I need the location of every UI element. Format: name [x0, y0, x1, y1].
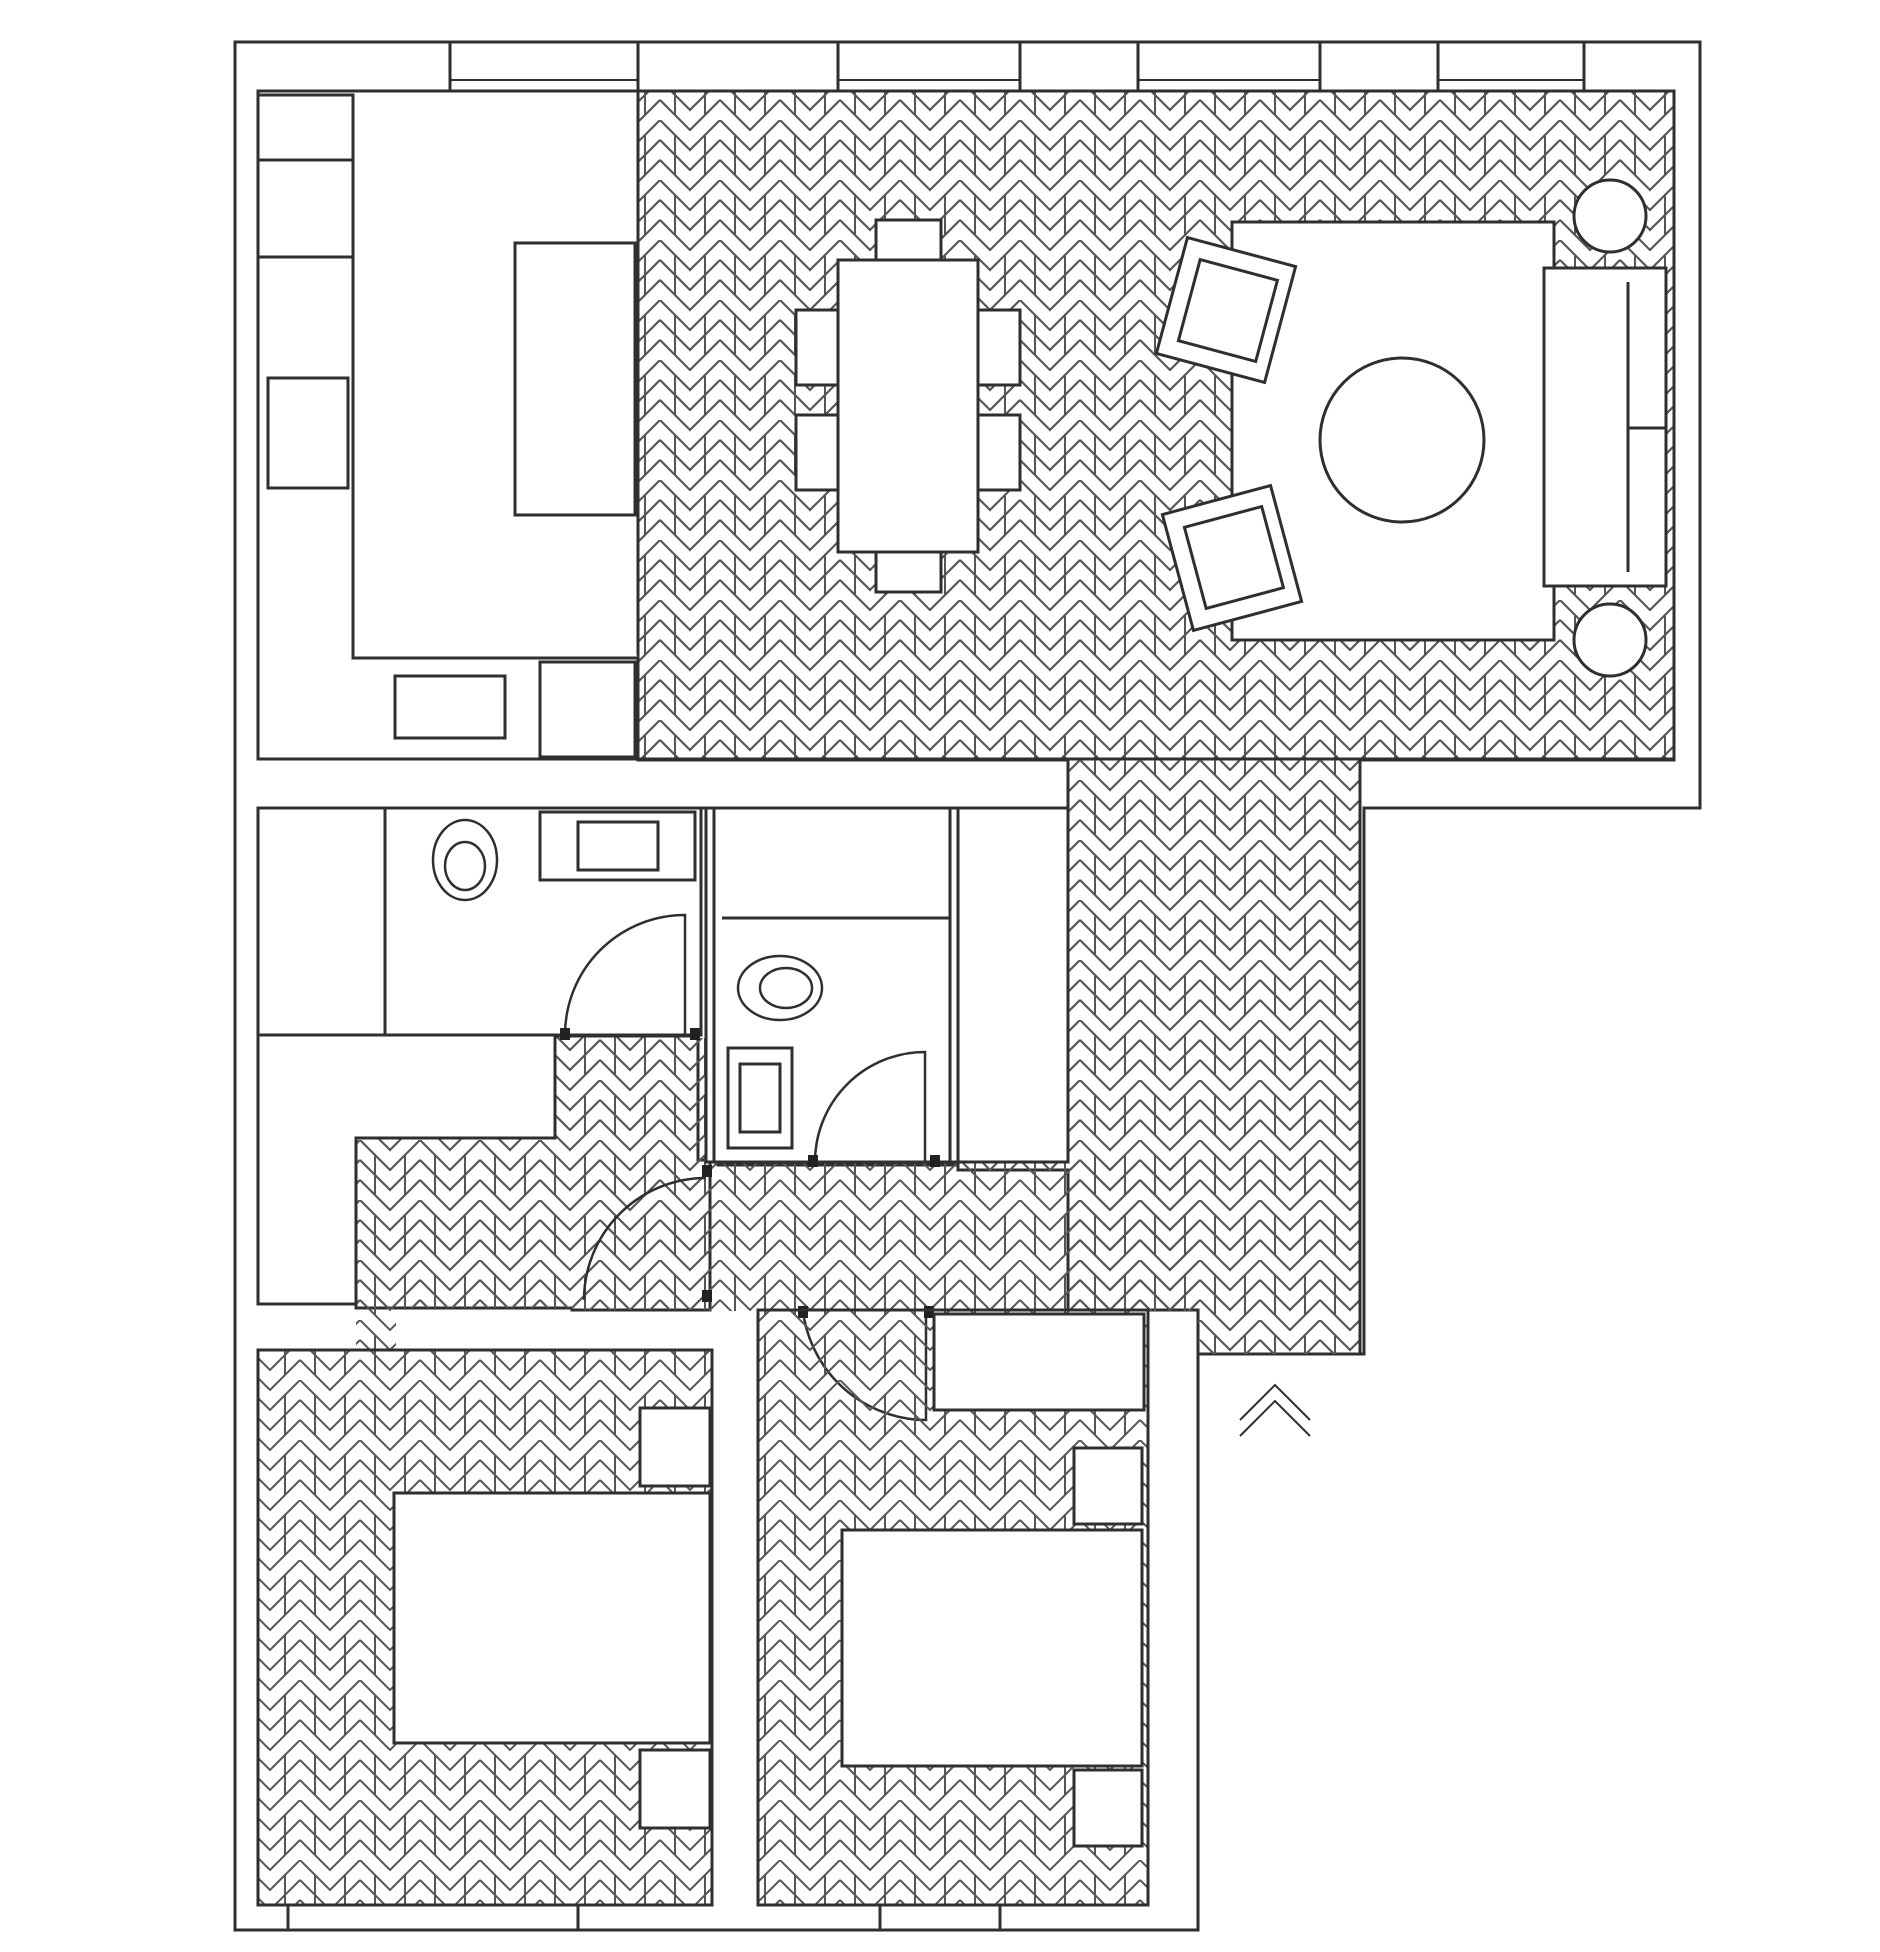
bottom-windows	[286, 1903, 1002, 1932]
nightstand	[638, 1748, 712, 1830]
hall-floor	[706, 1163, 1198, 1311]
nightstand	[1072, 1768, 1144, 1848]
living-set	[1154, 178, 1668, 678]
bed	[840, 1528, 1144, 1768]
nightstand	[638, 1406, 712, 1488]
bedroom-1	[256, 1348, 714, 1907]
bedroom-2	[756, 1308, 1150, 1907]
chevron-up-icon	[1239, 1383, 1311, 1421]
side-table	[1572, 178, 1648, 254]
bed	[392, 1491, 712, 1745]
wardrobe	[932, 1312, 1146, 1412]
dining-chair	[874, 218, 943, 262]
side-table	[1572, 602, 1648, 678]
kitchen-cabinets	[256, 93, 638, 759]
toilet	[431, 818, 499, 902]
utility-room	[256, 1033, 557, 1306]
dining-chair	[874, 550, 943, 594]
armchair	[1160, 483, 1304, 633]
dining-chair	[794, 308, 840, 387]
dining-chair	[794, 413, 840, 492]
top-windows	[448, 40, 1586, 93]
dining-set	[794, 218, 1022, 594]
hall-left-floor	[356, 1038, 706, 1350]
nightstand	[1072, 1446, 1144, 1526]
dining-chair	[976, 413, 1022, 492]
coffee-table	[1318, 356, 1486, 524]
armchair	[1154, 235, 1298, 385]
bathroom-room	[704, 806, 1070, 1164]
chevron-up-icon	[1239, 1399, 1311, 1437]
dining-table	[836, 258, 980, 554]
dining-chair	[976, 308, 1022, 387]
toilet	[736, 954, 824, 1022]
